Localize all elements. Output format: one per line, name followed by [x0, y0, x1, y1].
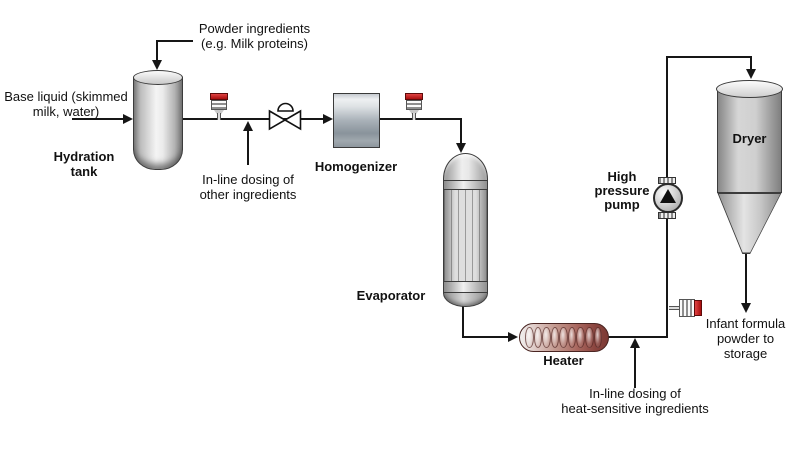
- hydration-tank-vessel: [133, 70, 183, 170]
- dosing-point-icon-tank-outlet: [208, 93, 230, 120]
- homogenizer-outlet-horizontal: [380, 118, 462, 120]
- powder-ingredients-annotation: Powder ingredients (e.g. Milk proteins): [198, 21, 311, 51]
- arrowhead-into-tank-top: [152, 60, 162, 70]
- evaporator-outlet-vertical: [462, 303, 464, 338]
- arrowhead-into-homogenizer: [323, 114, 333, 124]
- dosing-body: [211, 100, 227, 110]
- homogenizer-vessel: [333, 93, 380, 148]
- pump-icon: [653, 183, 683, 213]
- heater-coil-vessel: [519, 323, 609, 352]
- dosing-cap: [405, 93, 423, 100]
- top-run-line: [666, 56, 752, 58]
- dosing-point-icon-riser: [669, 299, 703, 317]
- infant-formula-output-annotation: Infant formula powder to storage: [705, 316, 786, 361]
- evaporator-top-dome: [443, 153, 488, 181]
- dosing-heat-sensitive-arrow-line: [634, 348, 636, 388]
- base-liquid-feed-line: [72, 118, 124, 120]
- homogenizer-outlet-vertical: [460, 118, 462, 143]
- dosing-body: [679, 299, 695, 317]
- dosing-cap: [210, 93, 228, 100]
- dosing-taper: [214, 110, 224, 114]
- arrowhead-into-evaporator: [456, 143, 466, 153]
- control-valve-icon: [268, 101, 302, 131]
- hydration-tank-lid: [133, 70, 183, 85]
- heater-label: Heater: [543, 353, 584, 368]
- homogenizer-label: Homogenizer: [314, 159, 398, 174]
- dryer-label: Dryer: [732, 131, 767, 146]
- evaporator-vessel: [443, 153, 488, 307]
- pump-bottom-flange: [658, 212, 676, 219]
- evaporator-bottom-dome: [443, 292, 488, 307]
- dosing-cap: [694, 300, 702, 316]
- dryer-outlet-line: [745, 254, 747, 303]
- heater-coils: [525, 327, 603, 348]
- dosing-body: [406, 100, 422, 110]
- dosing-point-icon-homogenizer-outlet: [403, 93, 425, 120]
- arrowhead-dosing-heat-sensitive: [630, 338, 640, 348]
- powder-feed-line-vertical: [156, 40, 158, 61]
- inline-dosing-other-annotation: In-line dosing of other ingredients: [199, 172, 297, 202]
- base-liquid-annotation: Base liquid (skimmed milk, water): [4, 89, 128, 119]
- pump-triangle-icon: [660, 189, 676, 203]
- heater-outlet-line: [606, 336, 668, 338]
- evaporator-label: Evaporator: [356, 288, 426, 303]
- arrowhead-into-dryer: [746, 69, 756, 79]
- powder-feed-line-horizontal: [156, 40, 193, 42]
- dryer-vessel: Dryer: [716, 80, 783, 254]
- tank-to-homogenizer-line: [183, 118, 323, 120]
- high-pressure-pump-label: High pressure pump: [594, 169, 650, 212]
- dosing-stem: [669, 306, 680, 310]
- evaporator-tube-bundle: [443, 189, 488, 282]
- dosing-taper: [409, 110, 419, 114]
- dosing-stem: [412, 113, 416, 120]
- dosing-other-arrow-line: [247, 131, 249, 165]
- inline-dosing-heat-sensitive-annotation: In-line dosing of heat-sensitive ingredi…: [561, 386, 709, 416]
- evaporator-outlet-horizontal: [462, 336, 508, 338]
- dosing-stem: [217, 113, 221, 120]
- hydration-tank-label: Hydration tank: [53, 149, 115, 179]
- dryer-inlet-vertical: [750, 56, 752, 69]
- dryer-top-cap: [716, 80, 783, 98]
- arrowhead-into-tank-side: [123, 114, 133, 124]
- hydration-tank-body: [133, 77, 183, 170]
- arrowhead-into-heater: [508, 332, 518, 342]
- arrowhead-to-storage: [741, 303, 751, 313]
- dryer-cone: [718, 193, 781, 253]
- arrowhead-dosing-other: [243, 121, 253, 131]
